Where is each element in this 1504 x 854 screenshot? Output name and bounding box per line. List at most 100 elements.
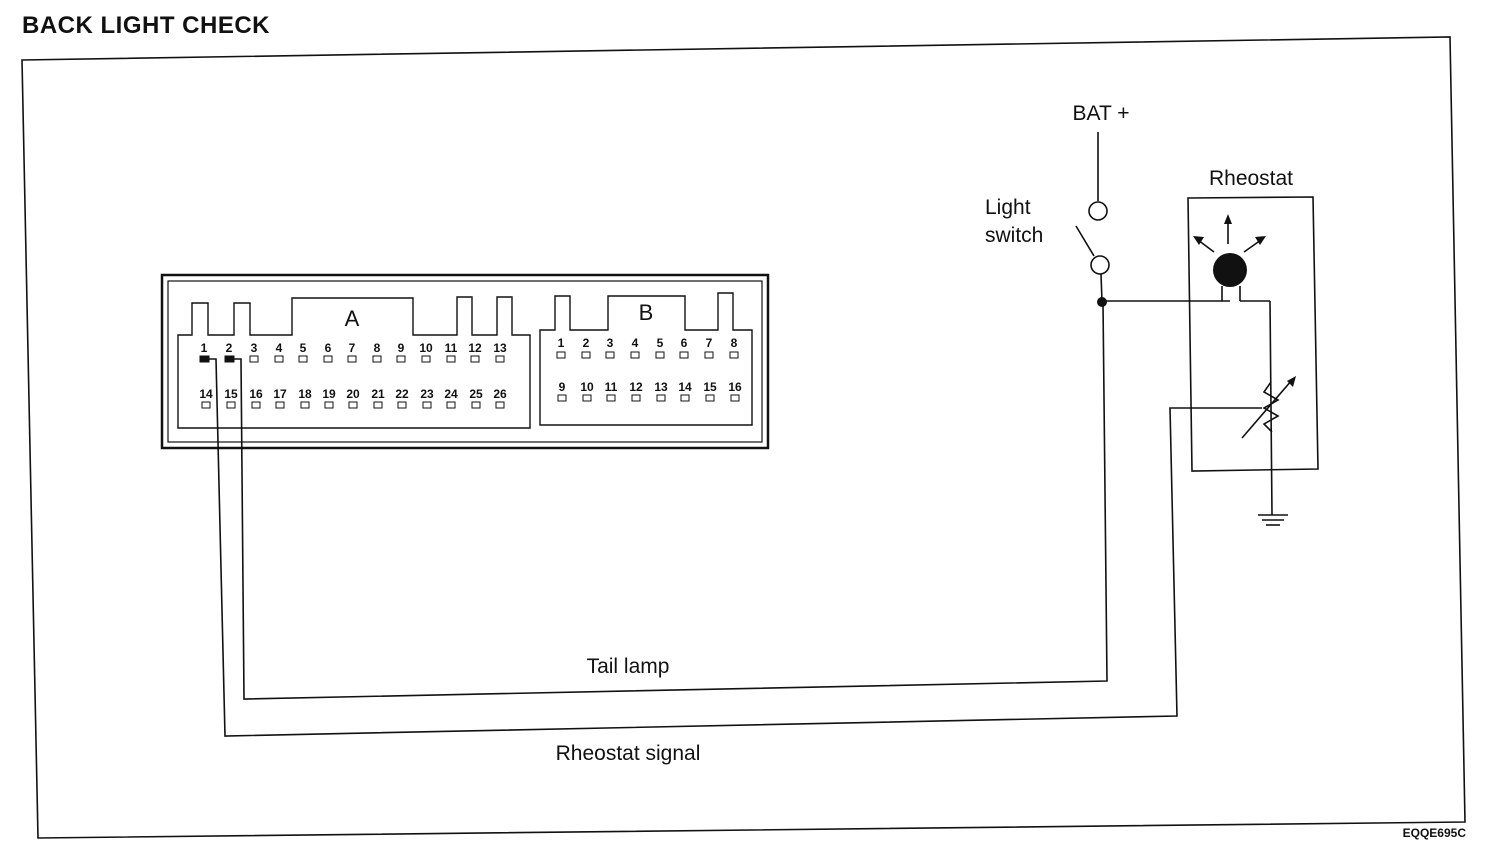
a-pin-number-8: 8 (374, 341, 381, 355)
a-pin-number-21: 21 (371, 387, 385, 401)
rheostat-label: Rheostat (1209, 167, 1293, 190)
connector-b-top-pins (556, 351, 739, 359)
b-pin-number-8: 8 (731, 336, 738, 350)
light-switch (1075, 201, 1110, 307)
switch-contact-bottom (1090, 255, 1110, 275)
b-pin-16 (730, 394, 740, 402)
b-pin-number-13: 13 (654, 380, 668, 394)
b-pin-number-7: 7 (706, 336, 713, 350)
b-pin-6 (679, 351, 689, 359)
a-pin-number-17: 17 (273, 387, 287, 401)
a-pin-13 (495, 355, 505, 363)
rheostat-box (1187, 196, 1319, 472)
a-pin-1 (199, 355, 210, 363)
b-pin-number-14: 14 (678, 380, 692, 394)
a-pin-2 (224, 355, 235, 363)
a-pin-number-20: 20 (346, 387, 360, 401)
a-pin-16 (251, 401, 261, 409)
a-pin-20 (348, 401, 358, 409)
b-pin-number-6: 6 (681, 336, 688, 350)
battery-label: BAT + (1072, 102, 1129, 125)
wires (209, 132, 1273, 737)
light-switch-label-line1: Light (985, 196, 1031, 219)
a-pin-25 (471, 401, 481, 409)
connector-b-label: B (639, 300, 654, 325)
light-switch-label-line2: switch (985, 224, 1043, 247)
b-pin-9 (557, 394, 567, 402)
switch-contact-top (1088, 201, 1108, 221)
a-pin-number-1: 1 (201, 341, 208, 355)
tail-lamp-label: Tail lamp (587, 655, 670, 678)
connector-a-label: A (345, 306, 360, 331)
a-pin-23 (422, 401, 432, 409)
a-pin-number-5: 5 (300, 341, 307, 355)
connector-a-bottom-pin-numbers: 14 15 16 17 18 19 20 21 22 23 24 25 26 (199, 387, 507, 401)
light-ray-up-arrow (1224, 214, 1232, 224)
a-pin-24 (446, 401, 456, 409)
connector-a-top-pins (199, 355, 505, 363)
reference-code: EQQE695C (1402, 826, 1466, 840)
a-pin-number-7: 7 (349, 341, 356, 355)
b-pin-number-12: 12 (629, 380, 643, 394)
a-pin-11 (446, 355, 456, 363)
b-pin-2 (581, 351, 591, 359)
b-pin-15 (705, 394, 715, 402)
variable-resistor-arrow (1241, 379, 1293, 439)
a-pin-4 (274, 355, 284, 363)
a-pin-number-24: 24 (444, 387, 458, 401)
rheostat-signal-wire (209, 358, 1262, 737)
page-title: BACK LIGHT CHECK (22, 12, 270, 39)
a-pin-number-16: 16 (249, 387, 263, 401)
connector-a-bottom-pins (201, 401, 505, 409)
b-pin-4 (630, 351, 640, 359)
a-pin-10 (421, 355, 431, 363)
a-pin-21 (373, 401, 383, 409)
junction-dot (1097, 297, 1107, 307)
a-pin-number-12: 12 (468, 341, 482, 355)
backlight-lamp-icon (1213, 253, 1247, 287)
rheostat-unit (1187, 196, 1319, 472)
variable-resistor-arrowhead (1287, 376, 1296, 387)
a-pin-6 (323, 355, 333, 363)
light-ray-right-arrow (1255, 236, 1266, 245)
a-pin-number-14: 14 (199, 387, 213, 401)
a-pin-number-26: 26 (493, 387, 507, 401)
a-pin-number-4: 4 (276, 341, 283, 355)
rheostat-signal-label: Rheostat signal (556, 742, 701, 765)
b-pin-number-4: 4 (632, 336, 639, 350)
variable-resistor-icon (1262, 381, 1280, 433)
b-pin-11 (606, 394, 616, 402)
a-pin-19 (324, 401, 334, 409)
a-pin-18 (300, 401, 310, 409)
b-pin-8 (729, 351, 739, 359)
switch-lever (1075, 225, 1095, 257)
b-pin-number-2: 2 (583, 336, 590, 350)
rheostat-vertical-wire (1269, 300, 1273, 516)
a-pin-17 (275, 401, 285, 409)
b-pin-number-11: 11 (605, 380, 618, 394)
b-pin-number-16: 16 (728, 380, 742, 394)
b-pin-13 (656, 394, 666, 402)
a-pin-8 (372, 355, 382, 363)
a-pin-number-10: 10 (419, 341, 433, 355)
a-pin-number-19: 19 (322, 387, 336, 401)
b-pin-14 (680, 394, 690, 402)
a-pin-number-18: 18 (298, 387, 312, 401)
b-pin-number-10: 10 (580, 380, 594, 394)
a-pin-number-2: 2 (226, 341, 233, 355)
a-pin-number-22: 22 (395, 387, 409, 401)
tail-lamp-wire (234, 302, 1108, 700)
b-pin-number-15: 15 (703, 380, 717, 394)
a-pin-9 (396, 355, 406, 363)
connector-b-bottom-pin-numbers: 9 10 11 12 13 14 15 16 (559, 380, 742, 394)
b-pin-12 (631, 394, 641, 402)
connector-housing (160, 273, 770, 450)
a-pin-number-3: 3 (251, 341, 258, 355)
a-pin-5 (298, 355, 308, 363)
a-pin-14 (201, 401, 211, 409)
a-pin-12 (470, 355, 480, 363)
a-pin-number-23: 23 (420, 387, 434, 401)
connector-b-top-pin-numbers: 1 2 3 4 5 6 7 8 (558, 336, 738, 350)
connector-a-body (177, 296, 531, 429)
